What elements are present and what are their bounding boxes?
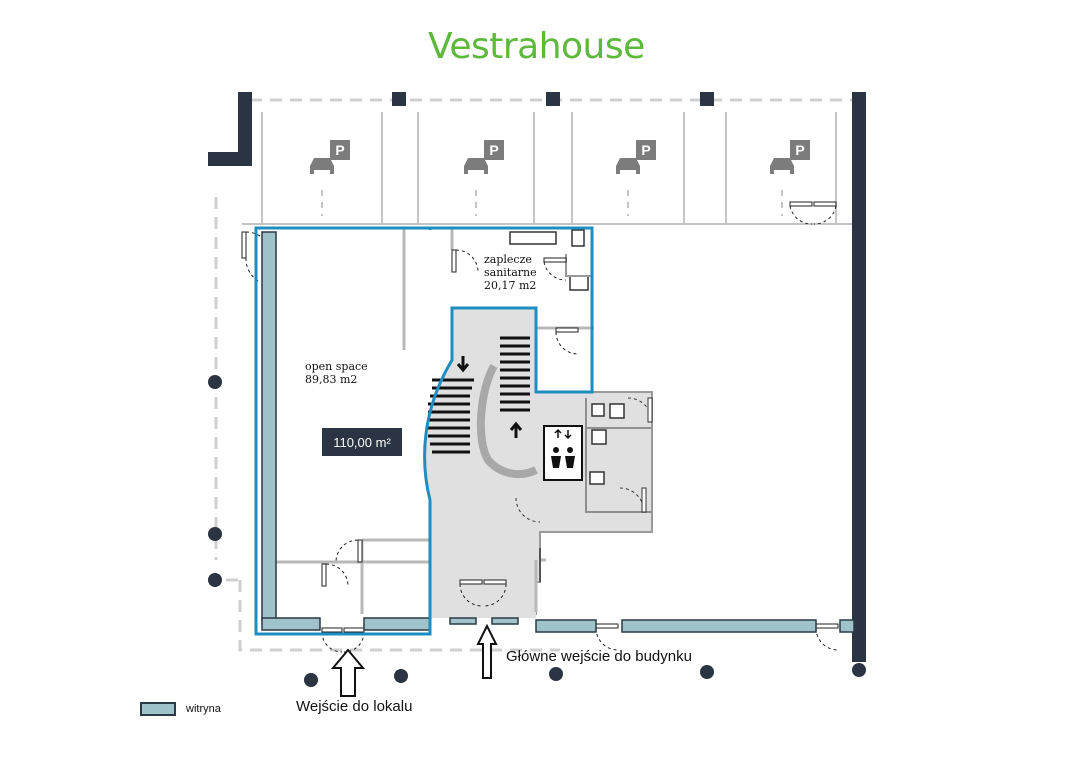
- toilet-icon: [591, 429, 607, 445]
- door-icon: [321, 563, 349, 587]
- parking-sign-icon: [330, 140, 350, 160]
- car-icon: [616, 158, 640, 174]
- parking-spot-1: P: [310, 140, 350, 174]
- svg-text:P: P: [335, 142, 344, 158]
- car-icon: [310, 158, 334, 174]
- main-entrance-arrow: [476, 623, 498, 679]
- vestrahouse-logo: Vestrahouse: [428, 14, 668, 74]
- open-space-area: 89,83 m2: [305, 373, 358, 386]
- legend-storefront-swatch: [140, 702, 176, 716]
- stair-curve: [476, 363, 538, 479]
- main-entrance-label: Główne wejście do budynku: [506, 648, 692, 665]
- doors: [241, 201, 839, 653]
- sanitary-area: 20,17 m2: [484, 279, 537, 292]
- parking-sign-icon: [484, 140, 504, 160]
- door-icon: [543, 257, 567, 281]
- legend-storefront-label: witryna: [186, 703, 221, 715]
- toilet-icon: [609, 403, 625, 419]
- brand-name: Vestrahouse: [428, 26, 645, 67]
- door-icon: [815, 623, 839, 651]
- svg-text:P: P: [795, 142, 804, 158]
- parking-spot-2: P: [464, 140, 504, 174]
- arrow-up-icon: [509, 421, 523, 438]
- door-icon: [451, 249, 479, 273]
- car-icon: [770, 158, 794, 174]
- sanitary-name-line1: zaplecze: [484, 253, 532, 266]
- door-icon: [555, 327, 579, 355]
- sink-icon: [591, 403, 605, 417]
- door-icon: [595, 623, 619, 651]
- parking-sign-icon: [636, 140, 656, 160]
- car-icon: [464, 158, 488, 174]
- svg-text:P: P: [489, 142, 498, 158]
- unit-outline: [254, 226, 594, 636]
- unit-entrance-label: Wejście do lokalu: [296, 698, 413, 715]
- svg-text:P: P: [641, 142, 650, 158]
- elevator-icon: [543, 425, 583, 481]
- sanitary-fixtures: [509, 229, 592, 291]
- door-icon: [789, 201, 837, 225]
- total-area-badge: 110,00 m²: [322, 428, 402, 456]
- unit-entrance-arrow: [330, 648, 366, 697]
- building-walls: [208, 92, 866, 662]
- sink-icon: [509, 231, 557, 245]
- door-icon: [335, 539, 363, 563]
- sink-icon: [589, 471, 605, 485]
- sanitary-name-line2: sanitarne: [484, 266, 537, 279]
- door-icon: [321, 627, 365, 653]
- building-core: [423, 307, 653, 618]
- open-space-name: open space: [305, 360, 368, 373]
- toilet-icon: [569, 275, 589, 291]
- toilet-icon: [571, 229, 585, 247]
- door-icon: [459, 579, 507, 607]
- storefront-glass: [261, 231, 855, 633]
- columns: [208, 375, 866, 687]
- staircase: [428, 336, 530, 454]
- parking-spot-4: P: [770, 140, 810, 174]
- arrow-down-icon: [456, 356, 470, 373]
- parking-sign-icon: [790, 140, 810, 160]
- parking-spot-3: P: [616, 140, 656, 174]
- open-space-label: open space 89,83 m2: [305, 360, 368, 386]
- core-washrooms: [515, 397, 653, 523]
- sanitary-label: zaplecze sanitarne 20,17 m2: [484, 253, 537, 292]
